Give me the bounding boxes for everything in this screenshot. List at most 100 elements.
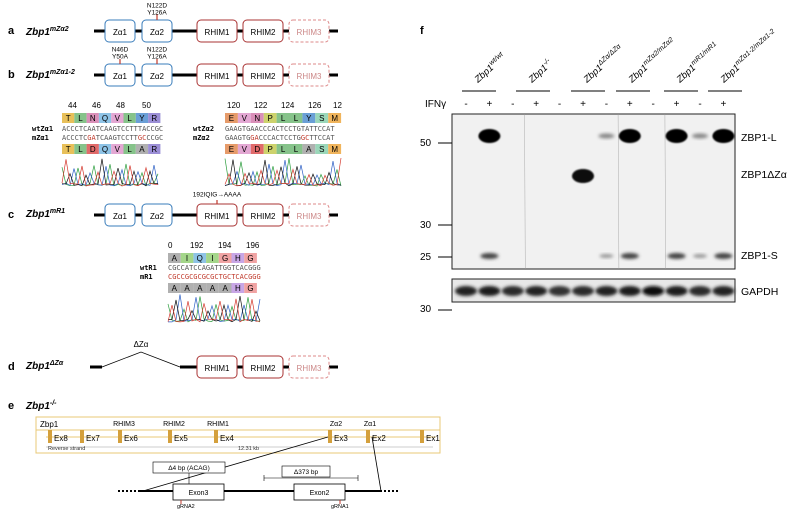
mw-marker-30: 30 — [420, 220, 432, 231]
band-zbp1-s-faint — [599, 254, 614, 258]
za1-wt-aa-cell — [98, 113, 112, 123]
western-lane-seam — [664, 113, 666, 270]
western-lane-signs: -+-+-+-+-+-+ — [464, 99, 726, 110]
band-zbp1-s — [714, 253, 733, 259]
band-zbp1-l-faint — [692, 133, 708, 139]
construct-d-rhim2-box — [242, 355, 284, 379]
za1-wt-aa-cell — [148, 113, 161, 123]
r1-wt-aa-cell — [180, 253, 194, 263]
za2-wt-aa-letter: M — [331, 114, 338, 123]
r1-wt-label: wtR1 — [140, 264, 157, 272]
za2-wt-aa-cell — [276, 113, 290, 123]
r1-chrom-trace — [167, 298, 261, 323]
western-lane-sign: + — [674, 99, 680, 110]
construct-c-rhim2-label: RHIM2 — [251, 212, 276, 221]
za1-wt-seq: ACCCTCAATCAAGTCCTTTACCGC — [62, 125, 163, 133]
za2-mut-aa-letter: D — [254, 145, 260, 154]
panel-letter-d: d — [8, 361, 15, 373]
za1-mut-aa-cell — [123, 144, 136, 154]
construct-c-za2-label: Zα2 — [150, 212, 165, 221]
gene-map-domain-label: Zα1 — [364, 421, 376, 428]
gene-map-exon-block — [420, 430, 424, 443]
deletion2-box — [281, 465, 331, 478]
za1-wt-aa-cell — [86, 113, 99, 123]
r1-wt-aa-letter: Q — [197, 254, 203, 263]
deletion1-label: Δ4 bp (ACAG) — [168, 465, 210, 472]
mw-marker-50: 50 — [420, 138, 432, 149]
construct-b-za2-mut-1: N122D — [147, 47, 168, 54]
band-gapdh — [455, 286, 477, 296]
za1-mut-aa-letter: A — [139, 145, 145, 154]
western-genotype-label: Zbp1mZα2/mZα2 — [625, 36, 678, 86]
za1-pos-50: 50 — [142, 101, 151, 110]
band-zbp1-l-faint — [598, 133, 615, 139]
gene-map-exon-block — [168, 430, 172, 443]
construct-a-za2-mut-1: N122D — [147, 3, 168, 10]
r1-wt-aa-cell — [168, 253, 181, 263]
construct-d-deletion-label: ΔZα — [134, 340, 149, 349]
panel-letter-a: a — [8, 25, 15, 37]
za1-wt-aa-cell — [135, 113, 149, 123]
r1-wt-seq: CGCCATCCAGATTGGTCACGGG — [168, 264, 261, 272]
band-gapdh — [501, 286, 524, 296]
band-label-zbp1-l: ZBP1-L — [741, 132, 777, 144]
za2-mut-aa-cell — [315, 144, 329, 154]
exon3-label: Exon3 — [189, 490, 209, 497]
exon2-label: Exon2 — [310, 490, 330, 497]
r1-pos-0: 0 — [168, 241, 173, 250]
r1-mut-aa-letter: A — [210, 284, 216, 293]
panel-letter-e: e — [8, 400, 14, 412]
za2-mut-aa-cell — [328, 144, 342, 154]
band-gapdh — [548, 286, 571, 296]
r1-mut-label: mR1 — [140, 273, 153, 281]
grna2-label: gRNA2 — [177, 504, 195, 510]
za2-mut-aa-letter: S — [319, 145, 324, 154]
band-zbp1-l — [712, 129, 735, 143]
gene-map-exon-block — [328, 430, 332, 443]
gene-map-exon-label: Ex3 — [334, 434, 348, 443]
za1-mut-aa-letter: V — [115, 145, 121, 154]
za2-mut-aa-cell — [263, 144, 277, 154]
r1-wt-aa-letter: I — [211, 254, 213, 263]
gene-map-exon-block — [48, 430, 52, 443]
za1-chrom-trace — [61, 158, 159, 187]
za2-mut-aa-cell — [250, 144, 264, 154]
construct-e-name: Zbp1-/- — [25, 400, 57, 412]
western-genotype-label: Zbp1ΔZα/ΔZα — [580, 42, 626, 85]
western-lane-sign: + — [486, 99, 492, 110]
za2-mut-aa-letter: M — [331, 145, 338, 154]
r1-mut-aa-letter: A — [197, 284, 203, 293]
gene-map-domain-label: RHIM3 — [113, 421, 135, 428]
panel-letter-b: b — [8, 69, 15, 81]
western-lane-sign: + — [580, 99, 586, 110]
r1-mut-aa-letter: A — [184, 284, 190, 293]
western-genotype-label: Zbp1wt/wt — [471, 50, 508, 85]
band-zbp1-s — [480, 253, 499, 259]
band-gapdh — [595, 286, 618, 296]
construct-c-za1-label: Zα1 — [113, 212, 128, 221]
construct-c-rhim1-mutation: 192IQIG→AAAA — [193, 192, 242, 199]
construct-d-rhim1-label: RHIM1 — [205, 364, 230, 373]
western-lane-seam — [617, 113, 620, 270]
za2-wt-aa-letter: N — [254, 114, 260, 123]
western-lane-sign: + — [627, 99, 633, 110]
western-lane-sign: - — [558, 99, 561, 110]
construct-c-name: Zbp1mR1 — [25, 208, 65, 220]
band-label-gapdh: GAPDH — [741, 286, 778, 298]
construct-c-za1-box — [104, 203, 136, 227]
band-zbp1-s — [667, 253, 686, 259]
construct-a-rhim3-box — [288, 19, 330, 43]
construct-c-rhim1-label: RHIM1 — [205, 212, 230, 221]
za2-mut-aa-letter: V — [242, 145, 248, 154]
construct-b-za2-label: Zα2 — [150, 72, 165, 81]
band-label-zbp1-dza: ZBP1ΔZα — [741, 169, 787, 181]
za1-mut-aa-letter: Q — [102, 145, 108, 154]
r1-pos-196: 196 — [246, 241, 260, 250]
zoom-line-right — [371, 436, 382, 492]
construct-c-rhim3-box — [288, 203, 330, 227]
